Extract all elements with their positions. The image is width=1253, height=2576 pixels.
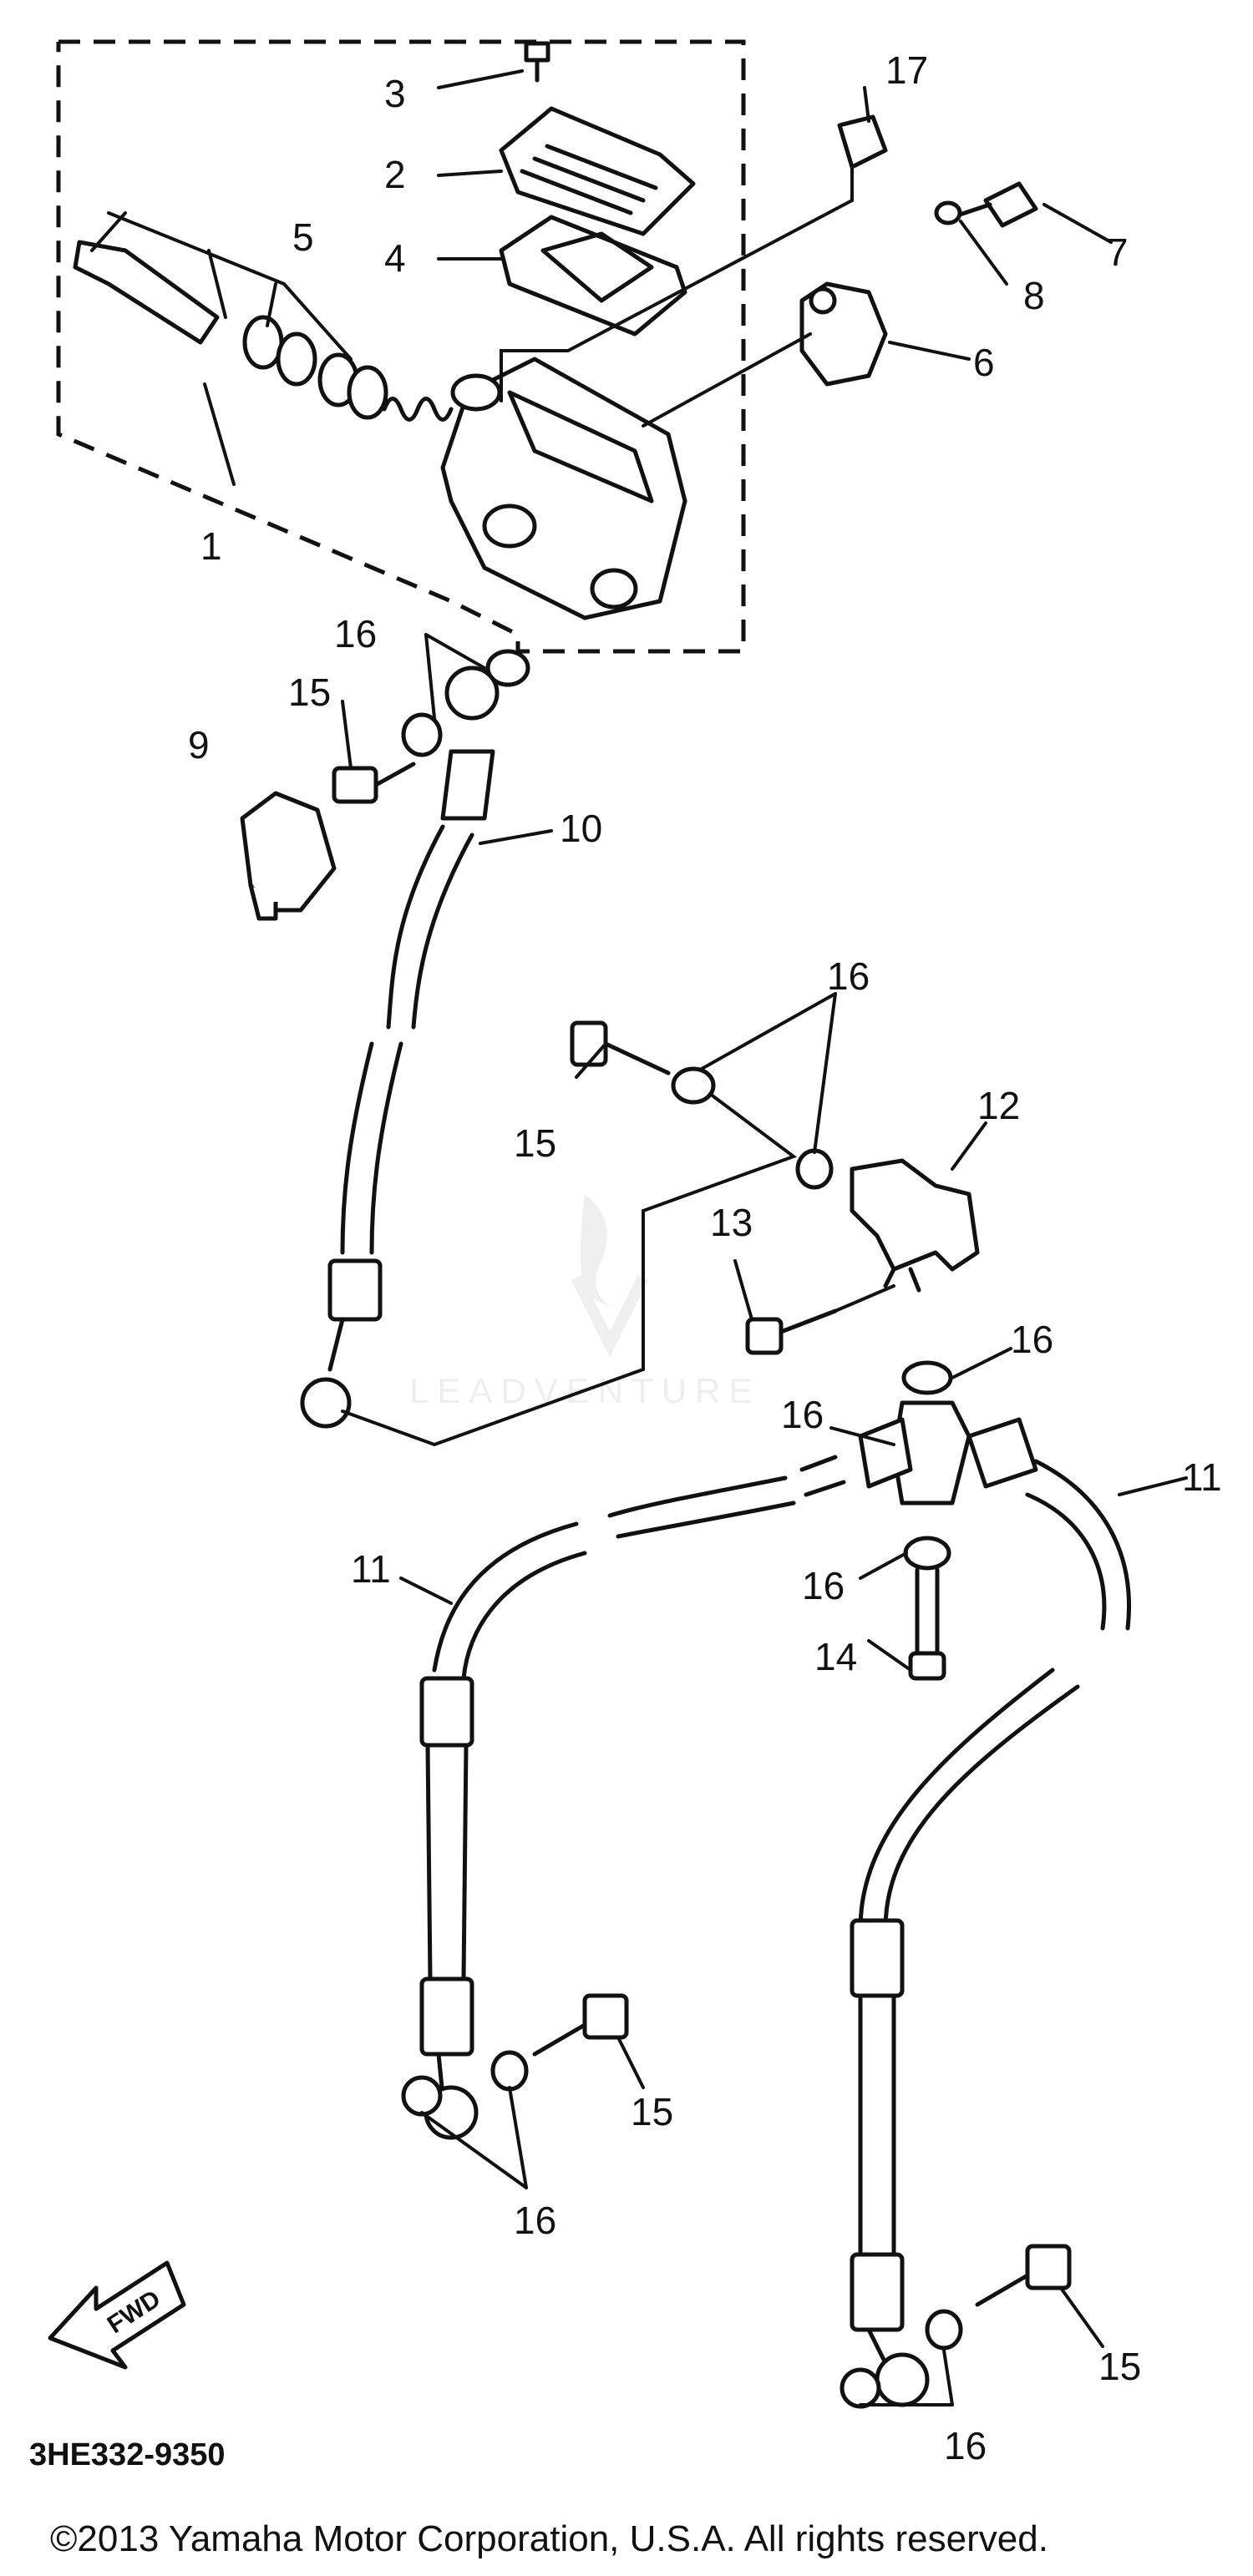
master-cylinder-piston-kit [73,211,454,422]
bracket-bolt [745,1284,895,1355]
callout-16-middle: 16 [827,954,870,998]
callout-12: 12 [977,1084,1020,1127]
union-bolt-bottom-right [975,2244,1072,2307]
callout-16-bottom-left: 16 [514,2199,556,2242]
callout-3: 3 [384,72,406,115]
callout-16-joint-bottom: 16 [802,1564,845,1607]
three-way-joint [891,1360,971,1681]
copper-washer-bottom-right-a [925,2309,963,2351]
joint-washer-bottom [903,1536,951,1571]
forward-direction-arrow: FWD [48,2260,186,2370]
master-cylinder-assembly-boundary [56,39,746,654]
callout-16-bottom-right: 16 [944,2424,987,2467]
callout-16-joint-left: 16 [781,1393,824,1436]
joint-bolt [908,1651,946,1681]
copper-washer-middle-a [671,1066,716,1105]
union-bolt-bottom-left [532,1993,629,2057]
diagram-reference-code: 3HE332-9350 [29,2437,226,2472]
brake-hose-1 [300,666,500,1429]
master-cylinder-body [440,357,687,620]
top-group-leader-lines [500,165,854,428]
callout-17: 17 [885,48,928,92]
reservoir-diaphragm [499,215,687,337]
copper-washer-bottom-left-a [490,2050,529,2092]
callout-1: 1 [200,524,222,568]
callout-16-top: 16 [334,612,377,655]
callout-13: 13 [710,1201,753,1244]
brake-hose-joint-bracket [850,1158,980,1293]
callout-14: 14 [814,1635,857,1678]
master-cylinder-holder [799,281,888,387]
callout-4: 4 [384,236,406,280]
callout-9: 9 [188,723,210,767]
copper-washer-top-right [485,649,530,687]
callout-10: 10 [560,807,602,850]
copper-washer-top-left [401,712,443,757]
joint-washer-top [901,1360,953,1395]
reservoir-screw [524,41,550,83]
callout-16-joint-top: 16 [1011,1318,1053,1361]
middle-leader-line [341,1092,798,1447]
callout-5: 5 [292,215,314,259]
copyright-notice: ©2013 Yamaha Motor Corporation, U.S.A. A… [50,2518,1048,2559]
callout-11-left: 11 [351,1547,391,1591]
copper-washer-middle-b [795,1148,834,1190]
union-bolt-top [332,762,416,804]
union-bolt-cover [240,791,337,921]
lever-bolt [950,181,1038,228]
copper-washer-bottom-right-b [840,2367,881,2409]
copper-washer-bottom-left-b [401,2075,443,2117]
callout-7: 7 [1107,230,1129,274]
callout-15-top: 15 [288,671,331,714]
callout-2: 2 [384,153,406,196]
callout-6: 6 [973,341,995,384]
leadventure-watermark: LEADVENTURE [409,1194,752,1410]
brake-hose-right [850,1417,1131,2407]
breather-cap [837,114,888,170]
callout-11-right: 11 [1182,1455,1222,1499]
callout-8: 8 [1023,274,1045,317]
reservoir-cap [499,106,696,236]
callout-15-bottom-left: 15 [631,2090,673,2133]
callout-15-bottom-right: 15 [1098,2345,1141,2388]
brake-hose-left [419,1417,913,2140]
callout-leader-lines [203,69,1188,2406]
lever-washer [934,200,962,225]
callout-15-middle: 15 [514,1121,556,1165]
